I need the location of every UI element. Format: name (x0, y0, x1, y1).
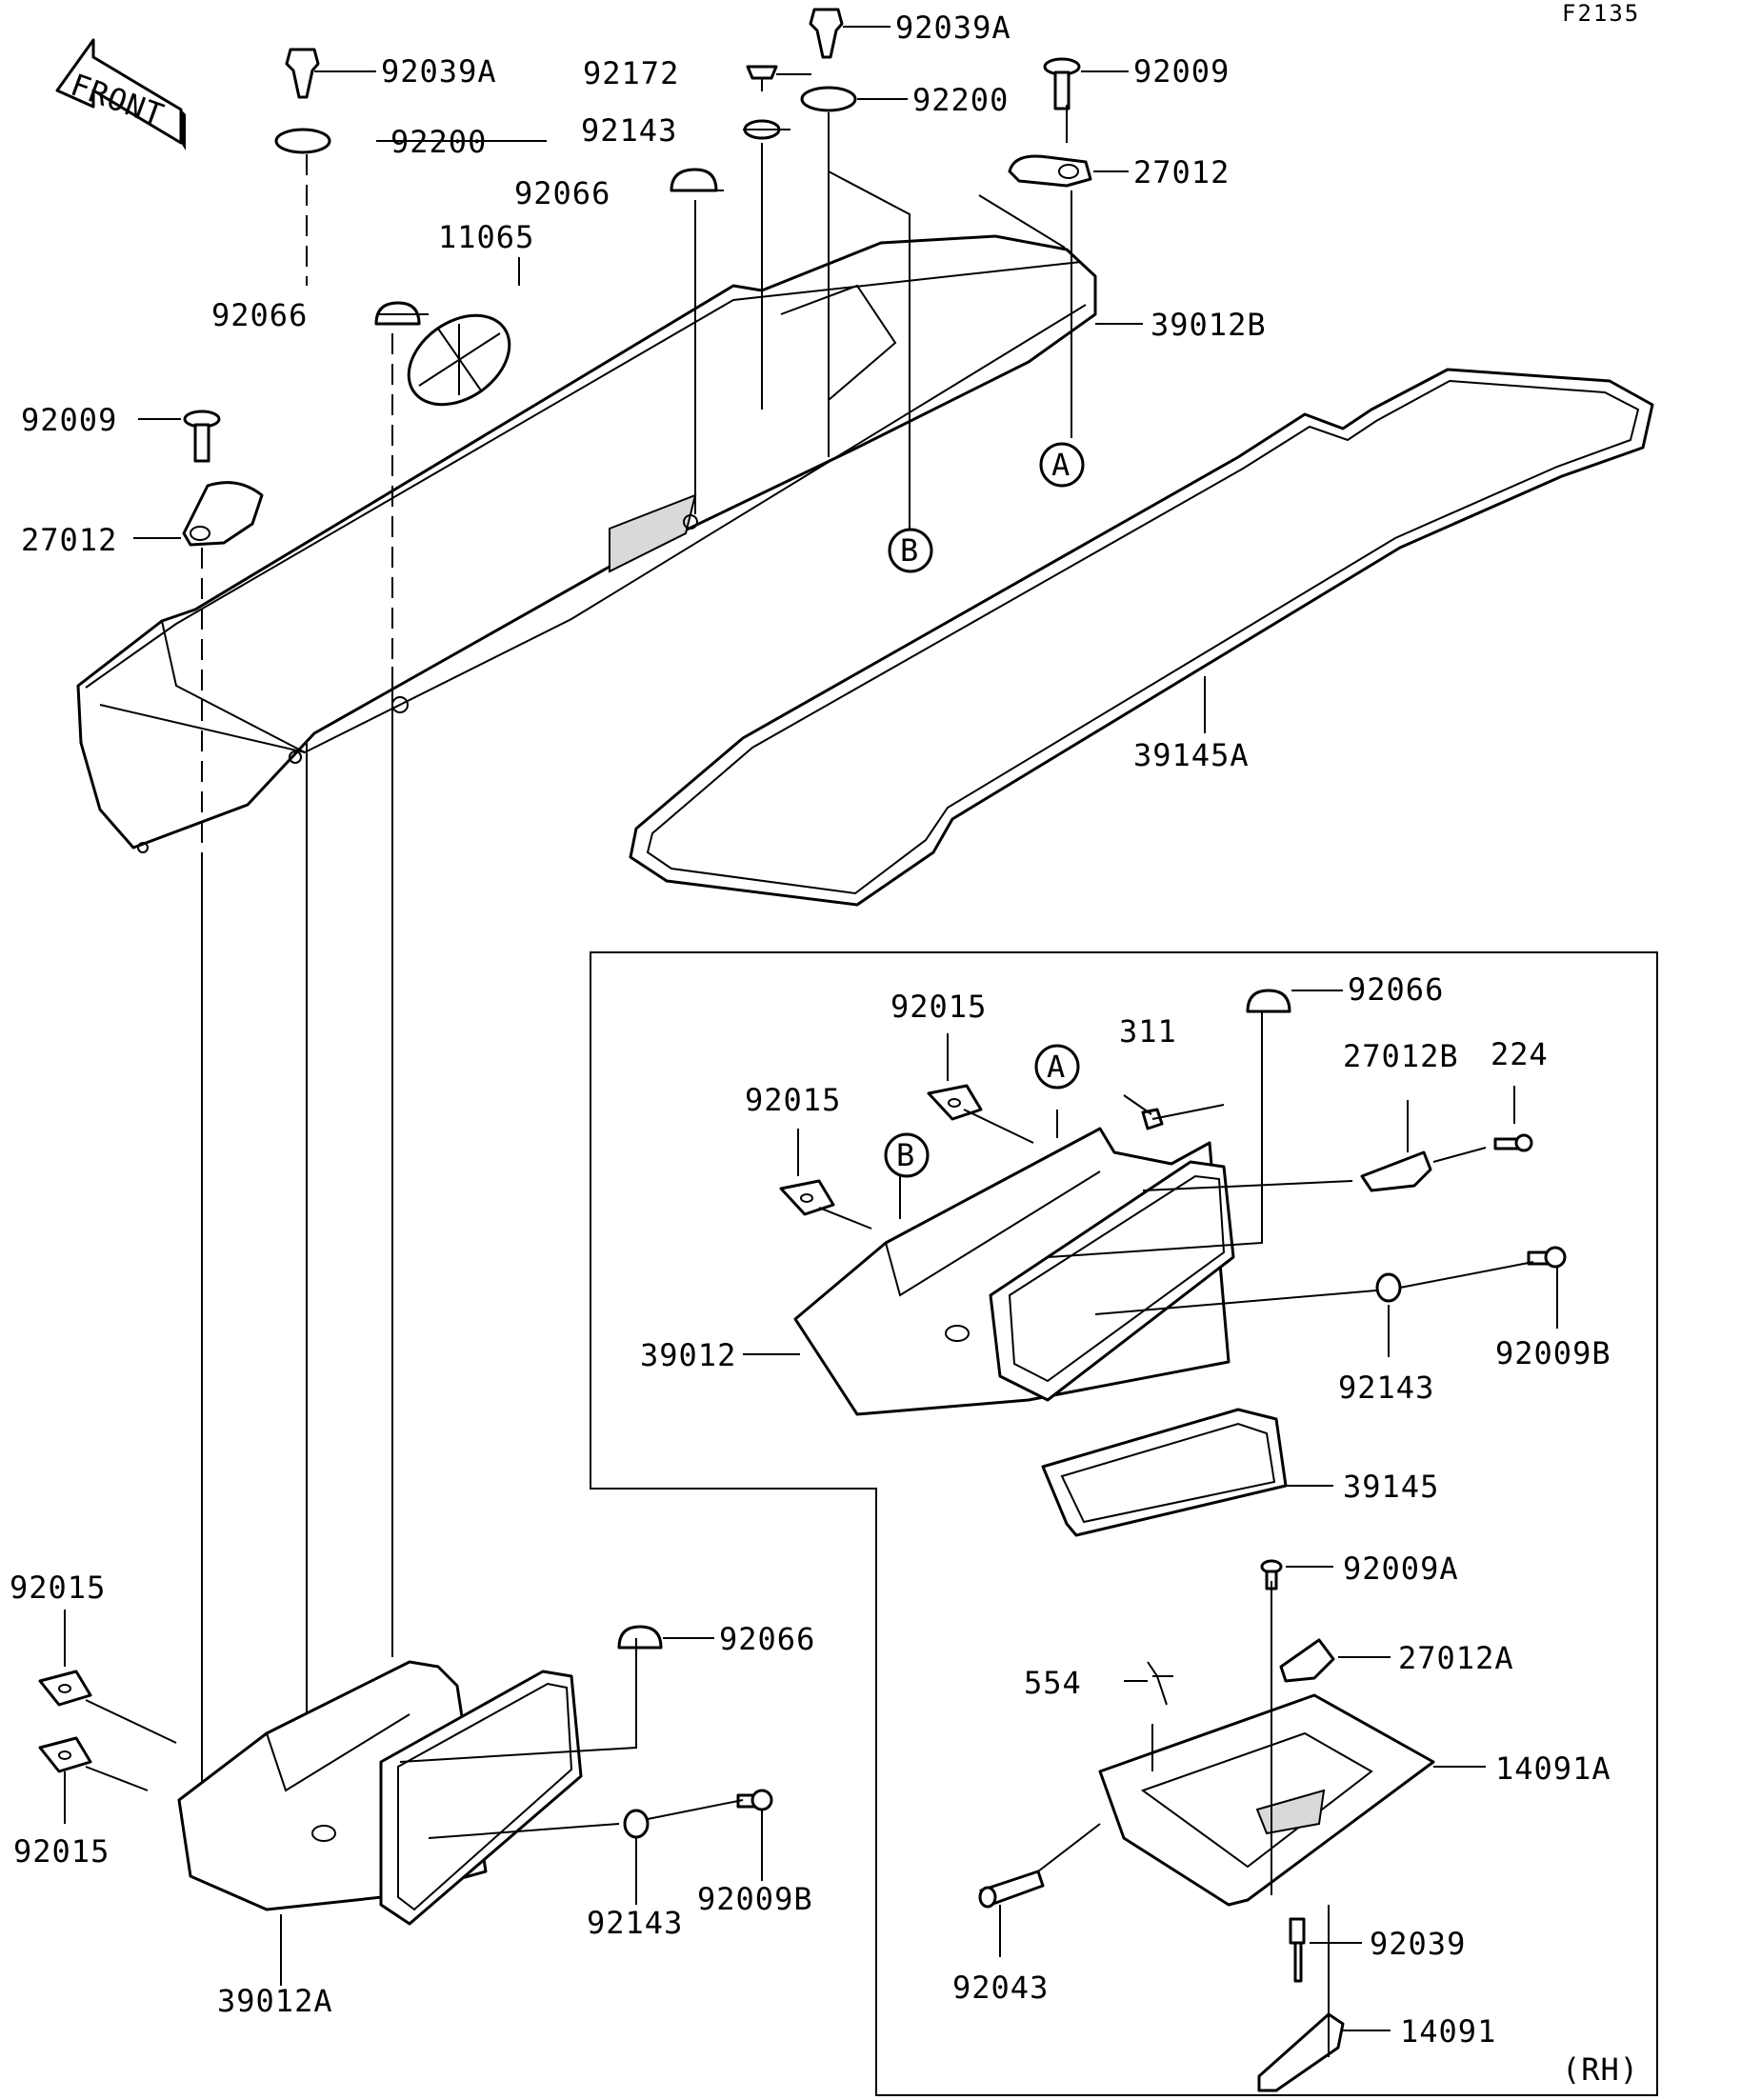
clip-nut-92015-lower-top (38, 1670, 92, 1707)
screw-92172 (746, 65, 778, 91)
bracket-27012b (1360, 1150, 1432, 1192)
washer-92200-mid (800, 86, 857, 112)
washer-92200-left (274, 128, 331, 154)
bracket-14091 (1257, 2012, 1345, 2092)
label-39145: 39145 (1343, 1469, 1439, 1505)
label-39012b: 39012B (1151, 307, 1267, 343)
label-92009b-lower: 92009B (697, 1881, 813, 1917)
label-92143-lower: 92143 (587, 1905, 683, 1941)
callout-b-inset-label: B (896, 1137, 915, 1173)
label-92039a-left: 92039A (381, 53, 497, 90)
label-39012: 39012 (640, 1337, 736, 1373)
label-27012-top: 27012 (1133, 154, 1230, 190)
callout-a-inset (1034, 1044, 1080, 1090)
label-92172: 92172 (583, 55, 679, 91)
label-92015-inset-top: 92015 (891, 989, 987, 1025)
label-92043: 92043 (952, 1970, 1049, 2006)
rivet-92039 (1289, 1917, 1306, 1983)
label-92200-mid: 92200 (912, 82, 1009, 118)
label-92015-lower-top: 92015 (10, 1570, 106, 1606)
bracket-27012-top (1008, 154, 1092, 188)
callout-a-upper-label: A (1051, 447, 1071, 483)
gasket-39145a (629, 368, 1654, 907)
washer-92143-lower (623, 1809, 650, 1839)
label-311: 311 (1119, 1013, 1177, 1050)
label-92009-left: 92009 (21, 402, 117, 438)
bracket-39012 (793, 1127, 1235, 1416)
screw-92009-top (1043, 57, 1081, 110)
label-92015-inset-mid: 92015 (745, 1082, 841, 1118)
saddlebag-lid-39012b (76, 234, 1097, 853)
rh-inset-frame (590, 951, 1658, 2096)
gasket-39145 (1041, 1408, 1288, 1537)
label-27012a: 27012A (1398, 1640, 1514, 1676)
bracket-27012-left (182, 481, 264, 547)
lid-14091a (1098, 1693, 1435, 1907)
label-27012b: 27012B (1343, 1038, 1459, 1074)
pin-92043 (978, 1870, 1045, 1909)
washer-92143-inset (1375, 1272, 1402, 1303)
cap-92066-lower (617, 1625, 663, 1650)
front-arrow-icon: FRONT (55, 38, 186, 150)
callout-b-inset (884, 1132, 930, 1178)
label-39012a: 39012A (217, 1983, 333, 2019)
label-92143-top: 92143 (581, 112, 677, 149)
label-92066-mid: 92066 (514, 175, 610, 211)
screw-92009-left (183, 410, 221, 463)
label-92066-lower: 92066 (719, 1621, 815, 1657)
clip-554 (1147, 1661, 1173, 1706)
cap-92066-mid (670, 168, 718, 192)
label-92066-inset: 92066 (1348, 971, 1444, 1008)
push-rivet-92039a-left (285, 48, 320, 99)
clip-nut-92015-lower-bot (38, 1736, 92, 1773)
label-92015-lower-bot: 92015 (13, 1833, 110, 1870)
callout-b-upper (888, 528, 933, 573)
label-27012-left: 27012 (21, 522, 117, 558)
bracket-27012a (1279, 1638, 1335, 1683)
screw-92009b-inset (1527, 1246, 1567, 1269)
grille-part-11065 (407, 313, 511, 407)
label-14091a: 14091A (1495, 1750, 1611, 1787)
label-39145a: 39145A (1133, 737, 1250, 773)
callout-a-upper (1039, 442, 1085, 488)
label-92200-left: 92200 (390, 124, 487, 160)
label-554: 554 (1024, 1665, 1082, 1701)
label-92143-inset: 92143 (1338, 1370, 1434, 1406)
cap-92066-inset (1246, 989, 1291, 1013)
label-92009-top: 92009 (1133, 53, 1230, 90)
label-11065: 11065 (438, 219, 534, 255)
screw-92009b-lower (736, 1789, 773, 1811)
push-rivet-92039a-top (809, 8, 844, 59)
label-92009a: 92009A (1343, 1550, 1459, 1587)
label-rh: (RH) (1562, 2051, 1639, 2088)
bracket-39012a (177, 1660, 583, 1926)
callout-a-inset-label: A (1047, 1049, 1066, 1085)
label-92039: 92039 (1370, 1926, 1466, 1962)
label-92039a-top: 92039A (895, 10, 1011, 46)
label-92009b-inset: 92009B (1495, 1335, 1611, 1371)
callout-b-upper-label: B (900, 532, 919, 569)
label-14091: 14091 (1400, 2013, 1496, 2050)
label-92066-left: 92066 (211, 297, 308, 333)
clip-nut-92015-inset-mid (779, 1179, 835, 1216)
bolt-224 (1493, 1133, 1533, 1152)
label-224: 224 (1491, 1036, 1549, 1072)
diagram-code: F2135 (1562, 0, 1640, 27)
